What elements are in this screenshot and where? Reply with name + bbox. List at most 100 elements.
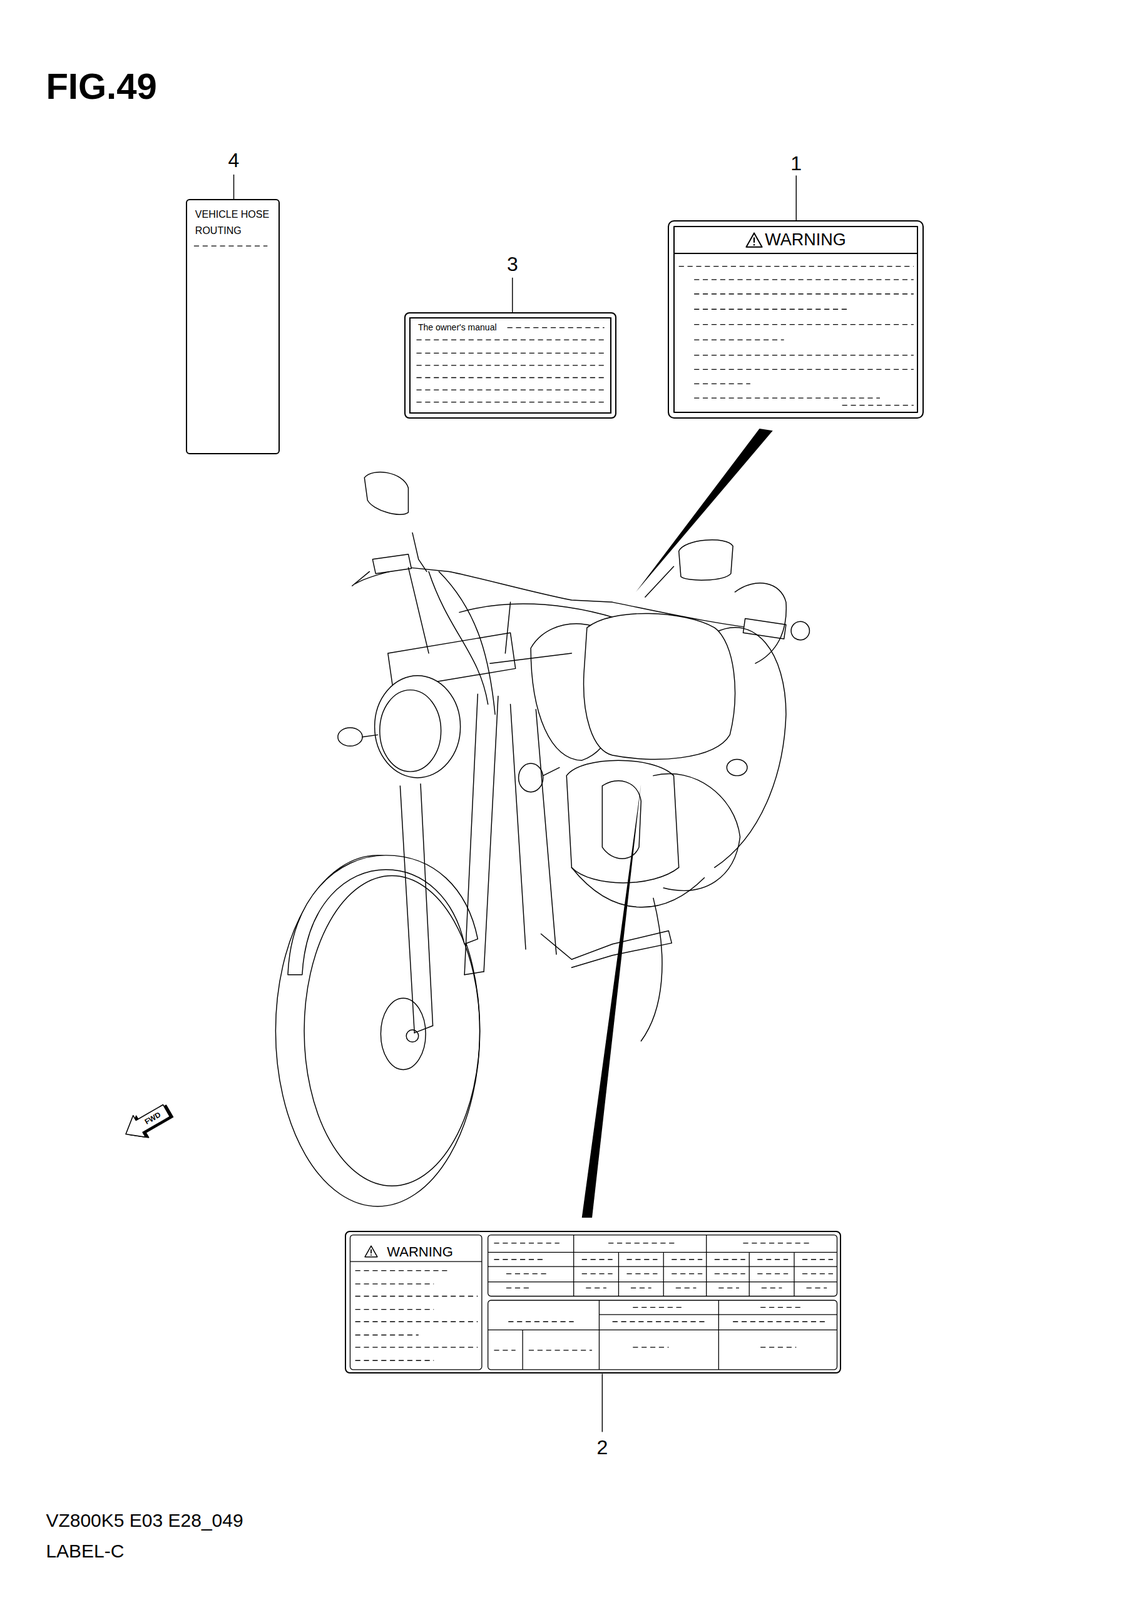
- placeholder-dash: [416, 377, 604, 379]
- label-text: The owner's manual: [418, 321, 497, 333]
- placeholder-dash: [694, 339, 785, 341]
- owners-manual-label: The owner's manual: [404, 312, 617, 419]
- placeholder-dash: [626, 1273, 658, 1275]
- callout-number: 2: [596, 1437, 608, 1458]
- motorcycle: [408, 567, 511, 654]
- placeholder-dash: [355, 1283, 435, 1285]
- placeholder-dash: [694, 309, 848, 310]
- placeholder-dash: [506, 1287, 531, 1289]
- warning-triangle: [370, 1254, 372, 1257]
- motorcycle: [428, 571, 489, 705]
- placeholder-dash: [612, 1321, 707, 1323]
- hose-routing-label: VEHICLE HOSE ROUTING: [185, 199, 280, 455]
- motorcycle: [362, 734, 378, 737]
- table-rule: [618, 1252, 619, 1297]
- warning-triangle: [753, 237, 755, 243]
- leader-line: [602, 1373, 603, 1432]
- warning-header: WARNING: [674, 227, 917, 255]
- warning-triangle: [364, 1245, 379, 1258]
- placeholder-dash: [582, 1273, 613, 1275]
- placeholder-dash: [694, 354, 914, 356]
- table-rule: [573, 1235, 574, 1297]
- table-frame: [488, 1300, 838, 1370]
- figure-code: LABEL-C: [45, 1540, 124, 1563]
- callout-number: 1: [790, 153, 802, 174]
- motorcycle: [653, 773, 741, 891]
- motorcycle: [304, 875, 481, 1186]
- motorcycle: [438, 571, 496, 715]
- figure-title: FIG.49: [45, 65, 157, 108]
- placeholder-dash: [355, 1360, 435, 1362]
- forward-arrow: [119, 1100, 173, 1146]
- motorcycle: [543, 767, 560, 777]
- placeholder-dash: [694, 383, 751, 385]
- placeholder-dash: [506, 1273, 547, 1275]
- placeholder-dash: [493, 1349, 516, 1351]
- placeholder-dash: [742, 1242, 812, 1244]
- drawing: [194, 174, 914, 1433]
- motorcycle: [275, 471, 810, 1206]
- motorcycle: [645, 566, 675, 598]
- leader-wedge: [635, 428, 773, 593]
- label-detail: [194, 245, 914, 1370]
- motorcycle: [374, 675, 461, 778]
- placeholder-dash: [694, 369, 914, 370]
- table-rule: [488, 1281, 838, 1283]
- placeholder-dash: [732, 1321, 825, 1323]
- placeholder-dash: [507, 327, 605, 328]
- motorcycle: [566, 760, 679, 884]
- motorcycle: [540, 931, 672, 969]
- placeholder-dash: [806, 1287, 828, 1289]
- placeholder-dash: [757, 1273, 788, 1275]
- placeholder-dash: [355, 1346, 479, 1348]
- motorcycle: [679, 540, 733, 581]
- motorcycle: [275, 855, 480, 1207]
- placeholder-dash: [842, 404, 914, 406]
- placeholder-dash: [416, 401, 604, 403]
- placeholder-dash: [714, 1273, 746, 1275]
- motorcycle: [490, 653, 572, 664]
- table-rule: [705, 1235, 707, 1297]
- motorcycle: [364, 471, 409, 515]
- placeholder-dash: [714, 1259, 746, 1260]
- warning-triangle: [745, 232, 763, 248]
- motorcycle: [287, 855, 478, 976]
- placeholder-dash: [694, 397, 880, 399]
- placeholder-dash: [632, 1307, 685, 1308]
- placeholder-dash: [608, 1242, 676, 1244]
- placeholder-dash: [718, 1287, 740, 1289]
- placeholder-dash: [416, 339, 604, 341]
- motorcycle: [602, 781, 641, 859]
- callout-number: 3: [506, 254, 519, 275]
- motorcycle: [734, 583, 787, 664]
- placeholder-dash: [632, 1346, 669, 1348]
- warning-triangle: [370, 1249, 372, 1255]
- motorcycle: [399, 784, 433, 1034]
- placeholder-dash: [355, 1334, 419, 1336]
- warning-label: WARNING: [667, 220, 924, 419]
- motorcycle: [337, 727, 363, 746]
- placeholder-dash: [757, 1259, 788, 1260]
- placeholder-dash: [630, 1287, 652, 1289]
- placeholder-dash: [671, 1273, 703, 1275]
- placeholder-dash: [493, 1259, 546, 1260]
- motorcycle: [379, 690, 442, 772]
- motorcycle: [414, 971, 484, 1034]
- placeholder-dash: [582, 1259, 613, 1260]
- forward-arrow: [119, 1098, 176, 1148]
- table-rule: [598, 1300, 600, 1370]
- table-rule: [488, 1329, 838, 1331]
- table-rule: [349, 1261, 482, 1262]
- warning-triangle: [753, 244, 756, 246]
- table-frame: [349, 1235, 482, 1370]
- placeholder-dash: [694, 293, 914, 295]
- motorcycle: [412, 532, 427, 572]
- motorcycle: [464, 694, 499, 976]
- placeholder-dash: [675, 1287, 697, 1289]
- placeholder-dash: [416, 389, 604, 390]
- placeholder-dash: [585, 1287, 607, 1289]
- placeholder-dash: [761, 1287, 783, 1289]
- placeholder-dash: [626, 1259, 658, 1260]
- placeholder-dash: [416, 352, 604, 354]
- leader-line: [233, 174, 235, 200]
